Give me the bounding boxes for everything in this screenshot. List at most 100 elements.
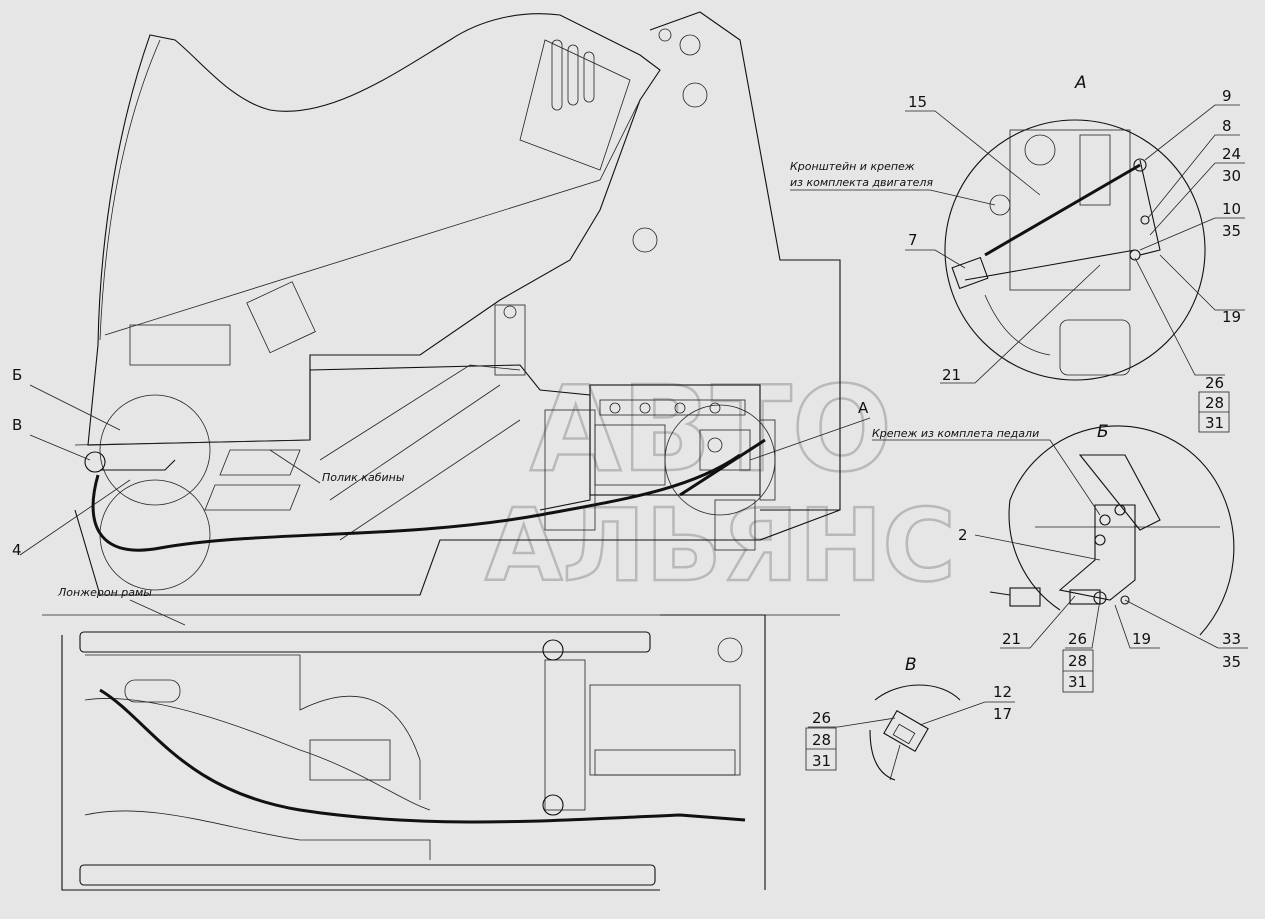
view-b-bracket bbox=[1058, 504, 1136, 601]
view-a-cable bbox=[964, 249, 1136, 281]
callout-a-9: 9 bbox=[1222, 87, 1232, 105]
callout-b-19: 19 bbox=[1132, 630, 1151, 648]
pedal-pivot bbox=[84, 451, 106, 473]
callout-v-26: 26 bbox=[812, 709, 831, 727]
cab-trim-line bbox=[104, 99, 641, 336]
engine-mount-plan bbox=[717, 637, 743, 663]
note-bracket-line2: из комплекта двигателя bbox=[790, 176, 933, 189]
callout-a-21: 21 bbox=[942, 366, 961, 384]
mount-pad bbox=[542, 794, 564, 816]
crossmember bbox=[544, 659, 586, 811]
detail-circle-b bbox=[99, 394, 211, 506]
leader-a-21 bbox=[940, 264, 1101, 384]
cab-door-line bbox=[99, 39, 161, 341]
leader-v bbox=[29, 434, 91, 461]
leader-b-26 bbox=[1065, 599, 1101, 649]
vent-slots bbox=[551, 39, 595, 111]
callout-v-17: 17 bbox=[993, 705, 1012, 723]
floor-curve-2 bbox=[84, 810, 431, 860]
callout-v-28: 28 bbox=[812, 731, 831, 749]
view-a-cylinder bbox=[1079, 134, 1111, 206]
view-a-pin bbox=[1133, 158, 1147, 172]
view-b-pedal-arm bbox=[1078, 454, 1161, 531]
leader-a-24 bbox=[1149, 162, 1216, 236]
detail-circle-a bbox=[664, 404, 776, 516]
plan-view: Лонжерон рамы bbox=[42, 586, 840, 891]
view-b-circle-2 bbox=[1008, 499, 1061, 611]
view-a-cable-end bbox=[951, 256, 989, 290]
callout-4: 4 bbox=[12, 541, 22, 559]
callout-b: Б bbox=[12, 366, 22, 384]
leader-a-7 bbox=[905, 249, 966, 269]
mount-hole bbox=[658, 28, 672, 42]
view-v-arc bbox=[874, 684, 961, 701]
view-v-clamp-inner bbox=[892, 723, 916, 745]
leader-b-21 bbox=[1000, 595, 1076, 649]
view-b-title: Б bbox=[1097, 422, 1109, 442]
view-a-title: А bbox=[1074, 73, 1087, 93]
leader-frame-spar bbox=[129, 599, 186, 626]
leader-a bbox=[749, 417, 871, 461]
leader-a-26 bbox=[1134, 257, 1225, 376]
mount-hole bbox=[679, 34, 701, 56]
pedal-pad bbox=[124, 679, 181, 703]
view-a: А 15 Кронштейн и крепеж из комплекта дви… bbox=[790, 73, 1245, 433]
view-a-pin bbox=[1140, 215, 1150, 225]
cab-floor-line bbox=[74, 439, 311, 446]
leader-b-2 bbox=[974, 534, 1101, 561]
leader-b-pedal bbox=[872, 439, 1101, 516]
view-b-pin bbox=[1120, 595, 1130, 605]
view-a-mount bbox=[1059, 319, 1131, 376]
cab-mount-bolt bbox=[503, 305, 517, 319]
callout-b-28: 28 bbox=[1068, 652, 1087, 670]
view-v-title: В bbox=[905, 655, 917, 675]
view-b: Б Крепеж из комплета педали 2 21 26 28 3… bbox=[872, 422, 1248, 693]
engine-head-plan bbox=[594, 749, 736, 776]
callout-a-15: 15 bbox=[908, 93, 927, 111]
callout-a-31: 31 bbox=[1205, 414, 1224, 432]
view-b-bolt bbox=[1094, 534, 1106, 546]
cab-panel bbox=[129, 324, 231, 366]
step-grille bbox=[204, 364, 521, 541]
view-v-clamp bbox=[883, 709, 929, 753]
leader-a-10 bbox=[1139, 217, 1216, 251]
view-v-cable bbox=[889, 744, 901, 781]
leader-a-19 bbox=[1159, 254, 1245, 311]
cable-spring bbox=[679, 438, 766, 497]
leader-b-19 bbox=[1114, 604, 1160, 649]
mount-pad bbox=[542, 639, 564, 661]
cab-mount-bracket bbox=[494, 304, 526, 376]
view-b-cable-end bbox=[1009, 587, 1041, 607]
callout-b-26: 26 bbox=[1068, 630, 1087, 648]
view-a-pin bbox=[1129, 249, 1141, 261]
view-a-spring bbox=[984, 163, 1141, 257]
view-b-pin bbox=[1093, 591, 1107, 605]
lower-body bbox=[309, 364, 591, 511]
throttle-cable bbox=[91, 453, 741, 552]
callout-a-7: 7 bbox=[908, 231, 918, 249]
callout-b-2: 2 bbox=[958, 526, 968, 544]
frame-rail-side bbox=[74, 509, 841, 596]
callout-a-28: 28 bbox=[1205, 394, 1224, 412]
view-a-port bbox=[1024, 134, 1056, 166]
leader-v-12 bbox=[919, 701, 986, 726]
view-b-clamp bbox=[1069, 589, 1101, 605]
view-b-bolt bbox=[1114, 504, 1126, 516]
frame-outline-right bbox=[660, 614, 766, 890]
callout-v: В bbox=[12, 416, 22, 434]
leader-v-26 bbox=[808, 717, 896, 728]
callout-a-24: 24 bbox=[1222, 145, 1241, 163]
mount-hole bbox=[632, 227, 658, 253]
view-v: В 26 28 31 12 17 bbox=[805, 655, 1015, 781]
callout-a-26: 26 bbox=[1205, 374, 1224, 392]
cab-window-small bbox=[246, 281, 316, 354]
callout-a-10: 10 bbox=[1222, 200, 1241, 218]
leader-a-8 bbox=[1147, 134, 1240, 219]
leader-cab-floor bbox=[269, 449, 321, 484]
engine-plan bbox=[589, 684, 741, 776]
callout-a-35: 35 bbox=[1222, 222, 1241, 240]
note-bracket-line1: Кронштейн и крепеж bbox=[790, 160, 915, 173]
detail-circle-v bbox=[99, 479, 211, 591]
view-b-circle bbox=[1009, 425, 1235, 636]
